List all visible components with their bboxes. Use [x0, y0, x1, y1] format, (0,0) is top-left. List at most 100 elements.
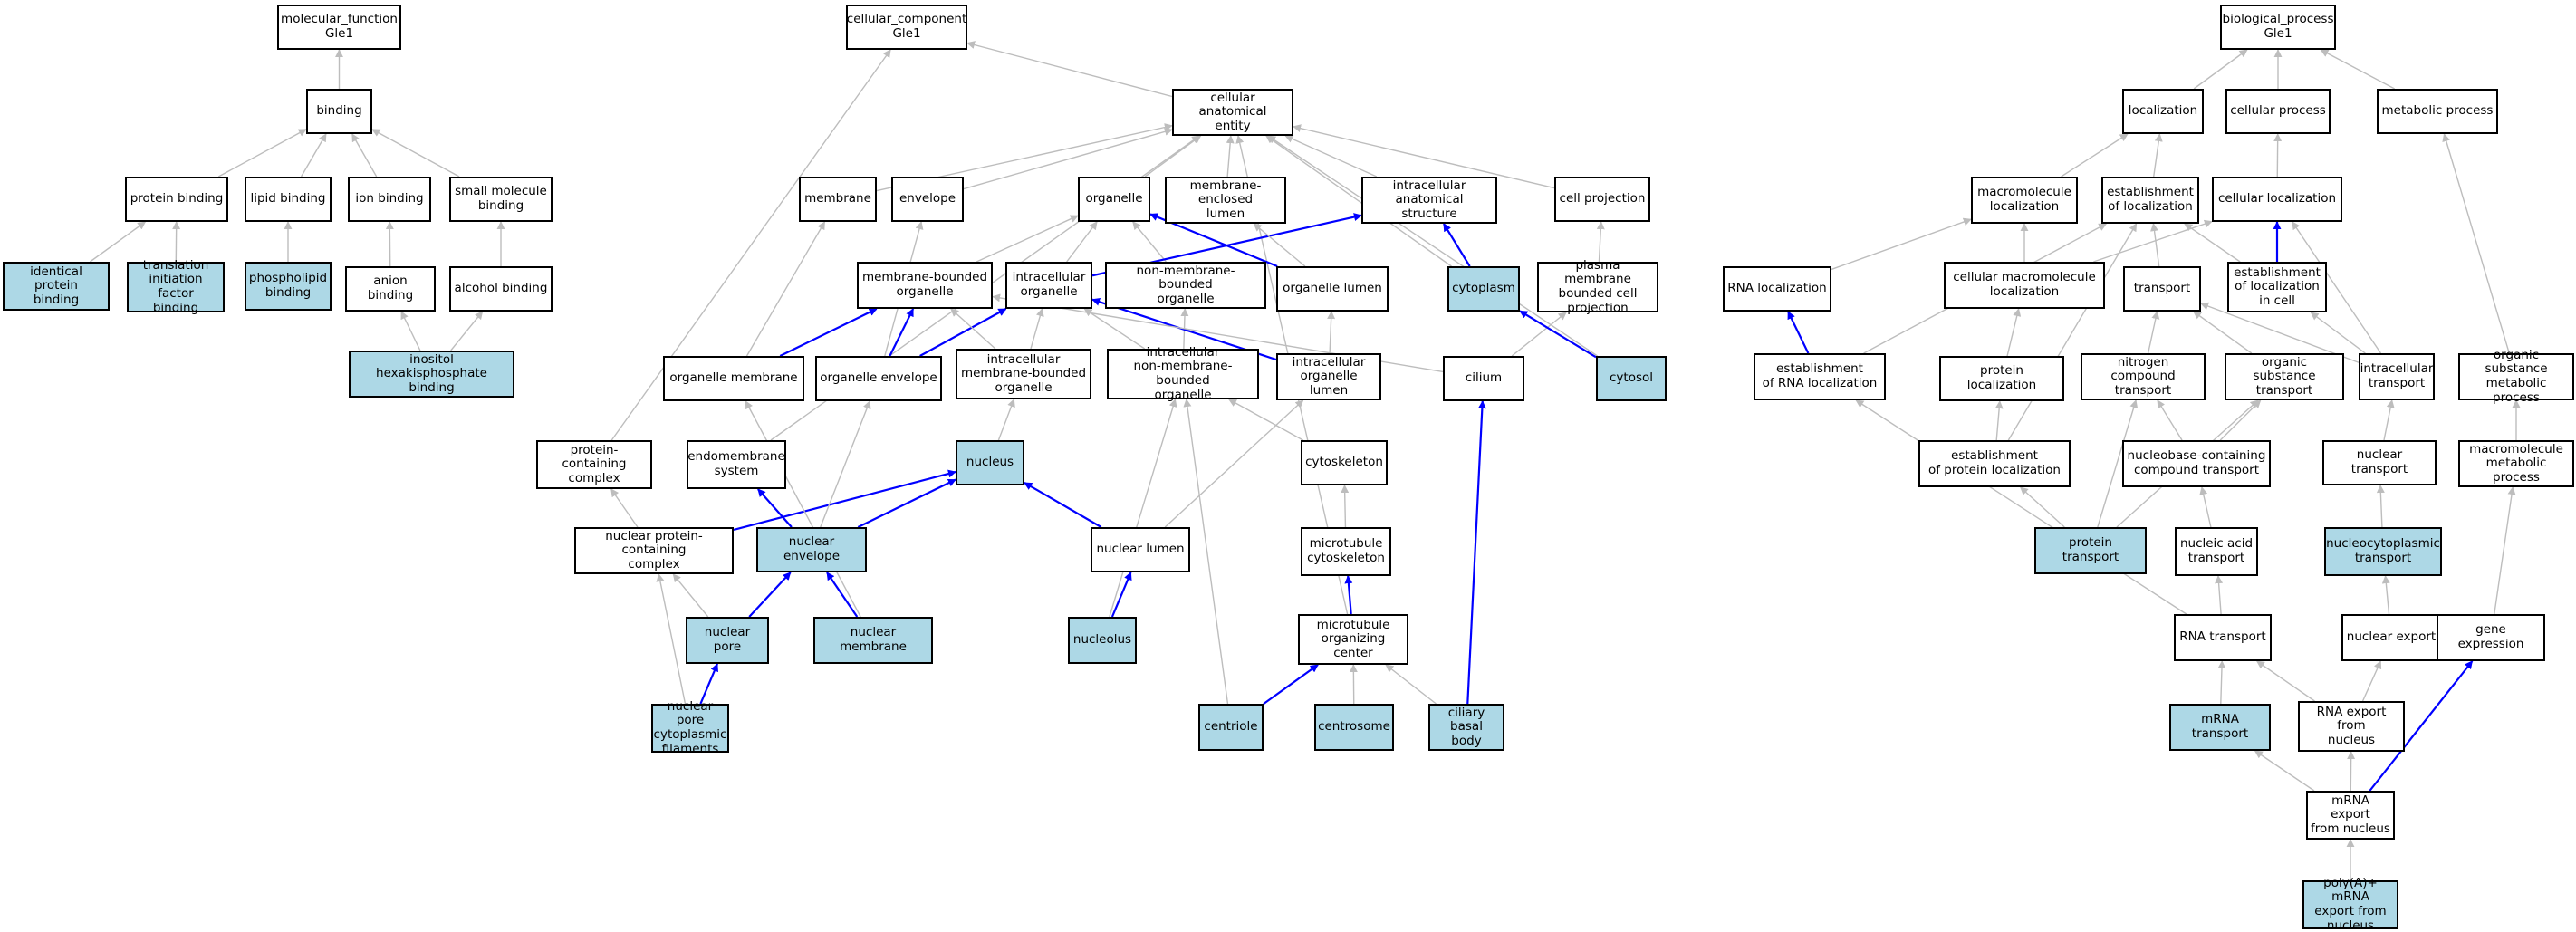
- node-cilium[interactable]: cilium: [1443, 356, 1524, 401]
- node-mrna-transport[interactable]: mRNA transport: [2169, 704, 2271, 751]
- node-centrosome[interactable]: centrosome: [1314, 704, 1394, 751]
- node-mrna-export-from-nucleus[interactable]: mRNA export from nucleus: [2306, 791, 2395, 840]
- node-lipid-binding[interactable]: lipid binding: [245, 177, 332, 222]
- edge-organelle-membrane-to-membrane-bounded-organelle: [779, 308, 878, 357]
- edge-organic-substance-transport-to-transport: [2193, 311, 2253, 354]
- node-nuclear-pore-cytoplasmic-filaments[interactable]: nuclear pore cytoplasmic filaments: [651, 699, 729, 755]
- node-nuclear-transport[interactable]: nuclear transport: [2322, 440, 2437, 485]
- node-non-membrane-bounded-organelle[interactable]: non-membrane-bounded organelle: [1105, 262, 1266, 309]
- edge-mrna-export-from-nucleus-to-mrna-transport: [2254, 750, 2315, 792]
- node-organelle-membrane[interactable]: organelle membrane: [663, 356, 804, 401]
- node-rna-transport[interactable]: RNA transport: [2174, 614, 2272, 661]
- node-nuclear-export[interactable]: nuclear export: [2341, 614, 2441, 661]
- node-metabolic-process[interactable]: metabolic process: [2377, 89, 2498, 134]
- node-membrane-bounded-organelle[interactable]: membrane-bounded organelle: [857, 262, 993, 309]
- node-nuclear-protein-containing-complex[interactable]: nuclear protein-containing complex: [574, 527, 734, 574]
- edge-membrane-bounded-organelle-to-organelle: [976, 215, 1079, 263]
- node-nitrogen-compound-transport[interactable]: nitrogen compound transport: [2081, 353, 2206, 400]
- edge-organic-substance-metabolic-process-to-metabolic-process: [2442, 133, 2510, 354]
- node-phospholipid-binding[interactable]: phospholipid binding: [245, 262, 332, 311]
- node-rna-localization[interactable]: RNA localization: [1723, 266, 1831, 312]
- node-intracellular-organelle-lumen[interactable]: intracellular organelle lumen: [1276, 353, 1381, 400]
- node-protein-transport[interactable]: protein transport: [2034, 527, 2147, 574]
- node-nucleic-acid-transport[interactable]: nucleic acid transport: [2175, 527, 2258, 576]
- node-ion-binding[interactable]: ion binding: [348, 177, 431, 222]
- edge-localization-to-bp-root: [2193, 49, 2248, 90]
- node-binding[interactable]: binding: [306, 89, 372, 134]
- node-organic-substance-transport[interactable]: organic substance transport: [2225, 353, 2344, 400]
- node-small-molecule-binding[interactable]: small molecule binding: [449, 177, 553, 222]
- node-localization[interactable]: localization: [2122, 89, 2204, 134]
- node-transport[interactable]: transport: [2123, 266, 2201, 312]
- edge-intracellular-transport-to-transport: [2200, 302, 2360, 363]
- node-translation-initiation-factor-binding[interactable]: translation initiation factor binding: [127, 258, 225, 314]
- node-gene-expression[interactable]: gene expression: [2437, 614, 2545, 661]
- node-cellular-process[interactable]: cellular process: [2225, 89, 2331, 134]
- node-organelle-envelope[interactable]: organelle envelope: [815, 356, 942, 401]
- node-endomembrane-system[interactable]: endomembrane system: [687, 440, 786, 489]
- node-nucleobase-containing-compound-transport[interactable]: nucleobase-containing compound transport: [2122, 440, 2271, 487]
- node-organelle-lumen[interactable]: organelle lumen: [1276, 266, 1389, 312]
- edge-establishment-of-protein-localization-to-protein-localization: [1994, 400, 2004, 441]
- node-membrane[interactable]: membrane: [799, 177, 877, 222]
- node-intracellular-membrane-bounded-organelle[interactable]: intracellular membrane-bounded organelle: [956, 349, 1091, 399]
- node-organelle[interactable]: organelle: [1078, 177, 1150, 222]
- node-nuclear-membrane[interactable]: nuclear membrane: [813, 617, 933, 664]
- node-cytoskeleton[interactable]: cytoskeleton: [1301, 440, 1388, 485]
- edge-cellular-macromolecule-localization-to-cellular-localization: [2093, 219, 2213, 263]
- node-intracellular-organelle[interactable]: intracellular organelle: [1005, 262, 1092, 309]
- node-rna-export-from-nucleus[interactable]: RNA export from nucleus: [2298, 701, 2405, 752]
- node-intracellular-anatomical-structure[interactable]: intracellular anatomical structure: [1361, 177, 1497, 224]
- edge-intracellular-membrane-bounded-organelle-to-intracellular-organelle: [1030, 308, 1044, 350]
- node-cell-projection[interactable]: cell projection: [1554, 177, 1650, 222]
- node-cytoplasm[interactable]: cytoplasm: [1447, 266, 1520, 312]
- node-envelope[interactable]: envelope: [891, 177, 964, 222]
- edge-cytosol-to-cytoplasm: [1519, 310, 1597, 359]
- node-macromolecule-metabolic-process[interactable]: macromolecule metabolic process: [2458, 440, 2574, 487]
- node-establishment-of-localization[interactable]: establishment of localization: [2101, 177, 2199, 224]
- node-cellular-component-root[interactable]: cellular_component Gle1: [846, 5, 967, 50]
- node-ciliary-basal-body[interactable]: ciliary basal body: [1428, 704, 1504, 751]
- node-polya-mrna-export-from-nucleus[interactable]: poly(A)+ mRNA export from nucleus: [2302, 876, 2398, 932]
- edge-nuclear-membrane-to-organelle-membrane: [745, 400, 861, 618]
- node-nuclear-lumen[interactable]: nuclear lumen: [1091, 527, 1190, 572]
- edge-nucleolus-to-intracellular-non-membrane-bounded-organelle: [1109, 399, 1177, 618]
- node-nucleocytoplasmic-transport[interactable]: nucleocytoplasmic transport: [2324, 527, 2442, 576]
- edge-ciliary-basal-body-to-cilium: [1466, 400, 1486, 705]
- node-membrane-enclosed-lumen[interactable]: membrane-enclosed lumen: [1165, 177, 1286, 224]
- edge-envelope-to-cellular-anatomical-entity: [963, 127, 1173, 190]
- node-establishment-of-localization-in-cell[interactable]: establishment of localization in cell: [2227, 262, 2327, 312]
- node-intracellular-transport[interactable]: intracellular transport: [2359, 353, 2435, 400]
- node-centriole[interactable]: centriole: [1198, 704, 1264, 751]
- node-cytosol[interactable]: cytosol: [1596, 356, 1667, 401]
- node-cellular-macromolecule-localization[interactable]: cellular macromolecule localization: [1944, 262, 2105, 309]
- edge-nuclear-protein-containing-complex-to-nucleus: [733, 469, 956, 532]
- node-microtubule-cytoskeleton[interactable]: microtubule cytoskeleton: [1301, 527, 1391, 576]
- node-nuclear-pore[interactable]: nuclear pore: [686, 617, 769, 664]
- node-nuclear-envelope[interactable]: nuclear envelope: [756, 527, 867, 572]
- node-macromolecule-localization[interactable]: macromolecule localization: [1971, 177, 2078, 224]
- node-cellular-localization[interactable]: cellular localization: [2212, 177, 2342, 222]
- node-anion-binding[interactable]: anion binding: [345, 266, 436, 312]
- node-identical-protein-binding[interactable]: identical protein binding: [3, 262, 110, 311]
- node-nucleus[interactable]: nucleus: [956, 440, 1024, 485]
- edge-mrna-transport-to-rna-transport: [2217, 660, 2226, 705]
- node-inositol-hexakisphosphate-binding[interactable]: inositol hexakisphosphate binding: [349, 351, 514, 398]
- edge-nuclear-protein-containing-complex-to-protein-containing-complex: [610, 488, 639, 528]
- node-protein-containing-complex[interactable]: protein-containing complex: [536, 440, 652, 489]
- node-organic-substance-metabolic-process[interactable]: organic substance metabolic process: [2458, 348, 2574, 404]
- node-cellular-anatomical-entity[interactable]: cellular anatomical entity: [1172, 89, 1293, 136]
- node-alcohol-binding[interactable]: alcohol binding: [449, 266, 553, 312]
- node-molecular-function-root[interactable]: molecular_function Gle1: [277, 5, 401, 50]
- node-biological-process-root[interactable]: biological_process Gle1: [2220, 5, 2336, 50]
- edge-nuclear-transport-to-intracellular-transport: [2383, 399, 2395, 441]
- node-intracellular-non-membrane-bounded-organelle[interactable]: intracellular non-membrane-bounded organ…: [1107, 345, 1259, 401]
- node-protein-localization[interactable]: protein localization: [1939, 356, 2064, 401]
- node-establishment-of-rna-localization[interactable]: establishment of RNA localization: [1754, 353, 1886, 400]
- node-plasma-membrane-bounded-cell-projection[interactable]: plasma membrane bounded cell projection: [1537, 258, 1658, 314]
- node-protein-binding[interactable]: protein binding: [125, 177, 228, 222]
- node-microtubule-organizing-center[interactable]: microtubule organizing center: [1298, 614, 1408, 665]
- node-nucleolus[interactable]: nucleolus: [1068, 617, 1137, 664]
- node-establishment-of-protein-localization[interactable]: establishment of protein localization: [1918, 440, 2071, 487]
- edge-non-membrane-bounded-organelle-to-organelle: [1132, 221, 1167, 263]
